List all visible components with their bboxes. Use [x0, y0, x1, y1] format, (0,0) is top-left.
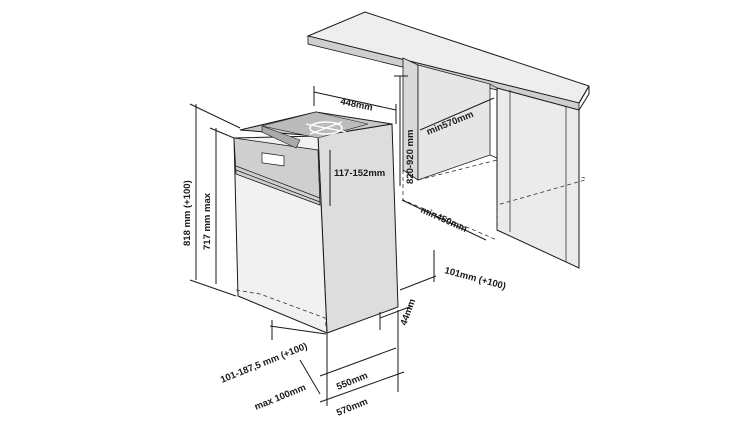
- label-max-depth-offset: max 100mm: [253, 382, 308, 413]
- label-width-top: 448mm: [339, 96, 373, 114]
- label-depth-inner: 550mm: [335, 370, 369, 392]
- label-plinth-gap: 44mm: [398, 297, 418, 327]
- label-depth-outer: 570mm: [335, 396, 369, 418]
- dishwasher: [233, 111, 399, 334]
- label-plinth-right: 101mm (+100): [443, 265, 507, 292]
- label-width-min: min450mm: [419, 205, 469, 235]
- label-plinth-front: 101-187,5 mm (+100): [219, 341, 309, 386]
- label-height-range: 820-920 mm: [405, 130, 416, 184]
- right-cabinet: [496, 87, 586, 269]
- label-body-height: 717 mm max: [202, 192, 213, 250]
- dimension-lines: [189, 75, 495, 406]
- label-total-height: 818 mm (+100): [182, 180, 193, 246]
- label-panel-height: 117-152mm: [334, 168, 385, 179]
